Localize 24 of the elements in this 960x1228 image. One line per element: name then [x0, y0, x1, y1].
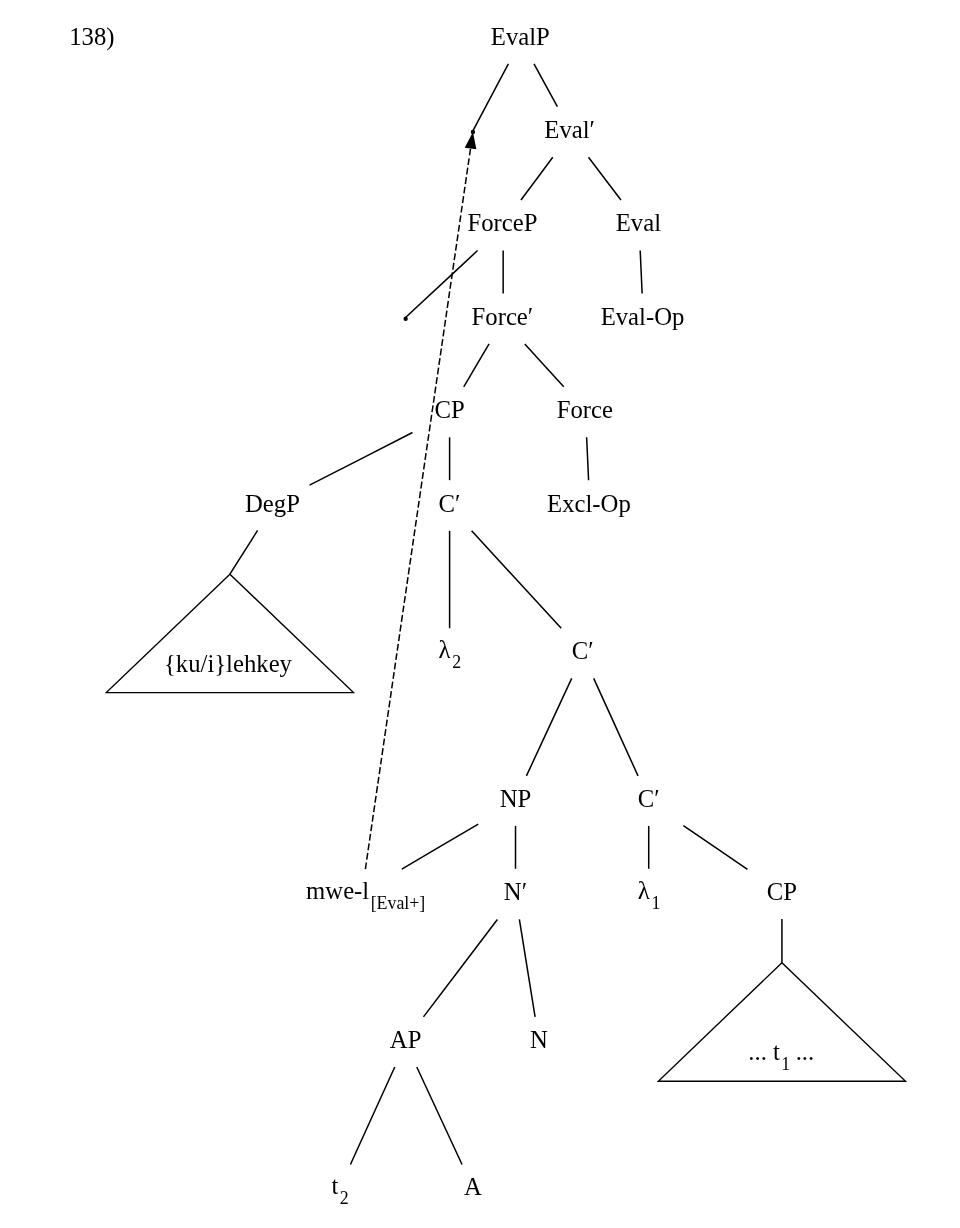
node-text: N	[529, 1025, 548, 1053]
node-text: C′	[637, 784, 660, 812]
node-text: CP	[434, 396, 465, 424]
node-text: C′	[571, 637, 594, 665]
node-text: A	[463, 1173, 482, 1201]
node-text: NP	[499, 784, 531, 812]
node-text: Eval′	[543, 116, 595, 144]
node-text: λ$_{1}$	[637, 876, 660, 913]
node-text: Force′	[471, 302, 533, 330]
node-text: Force	[556, 396, 613, 424]
node-text: Eval	[615, 209, 661, 237]
node-text: EvalP	[490, 22, 550, 50]
label: 138)	[68, 22, 115, 50]
node-text: DegP	[244, 489, 300, 517]
node-text: C′	[438, 489, 461, 517]
node-text: λ$_{2}$	[438, 635, 461, 672]
node-text: ForceP	[466, 209, 537, 237]
node-text: Eval-Op	[600, 302, 684, 330]
node-text: Excl-Op	[546, 489, 631, 517]
node-text: CP	[766, 878, 797, 906]
node-text: AP	[389, 1025, 421, 1053]
node-text: t$_{2}$	[331, 1172, 349, 1209]
node-text: N′	[503, 878, 527, 906]
node-text: mwe-l$_{[Eval+]}$	[305, 876, 425, 913]
